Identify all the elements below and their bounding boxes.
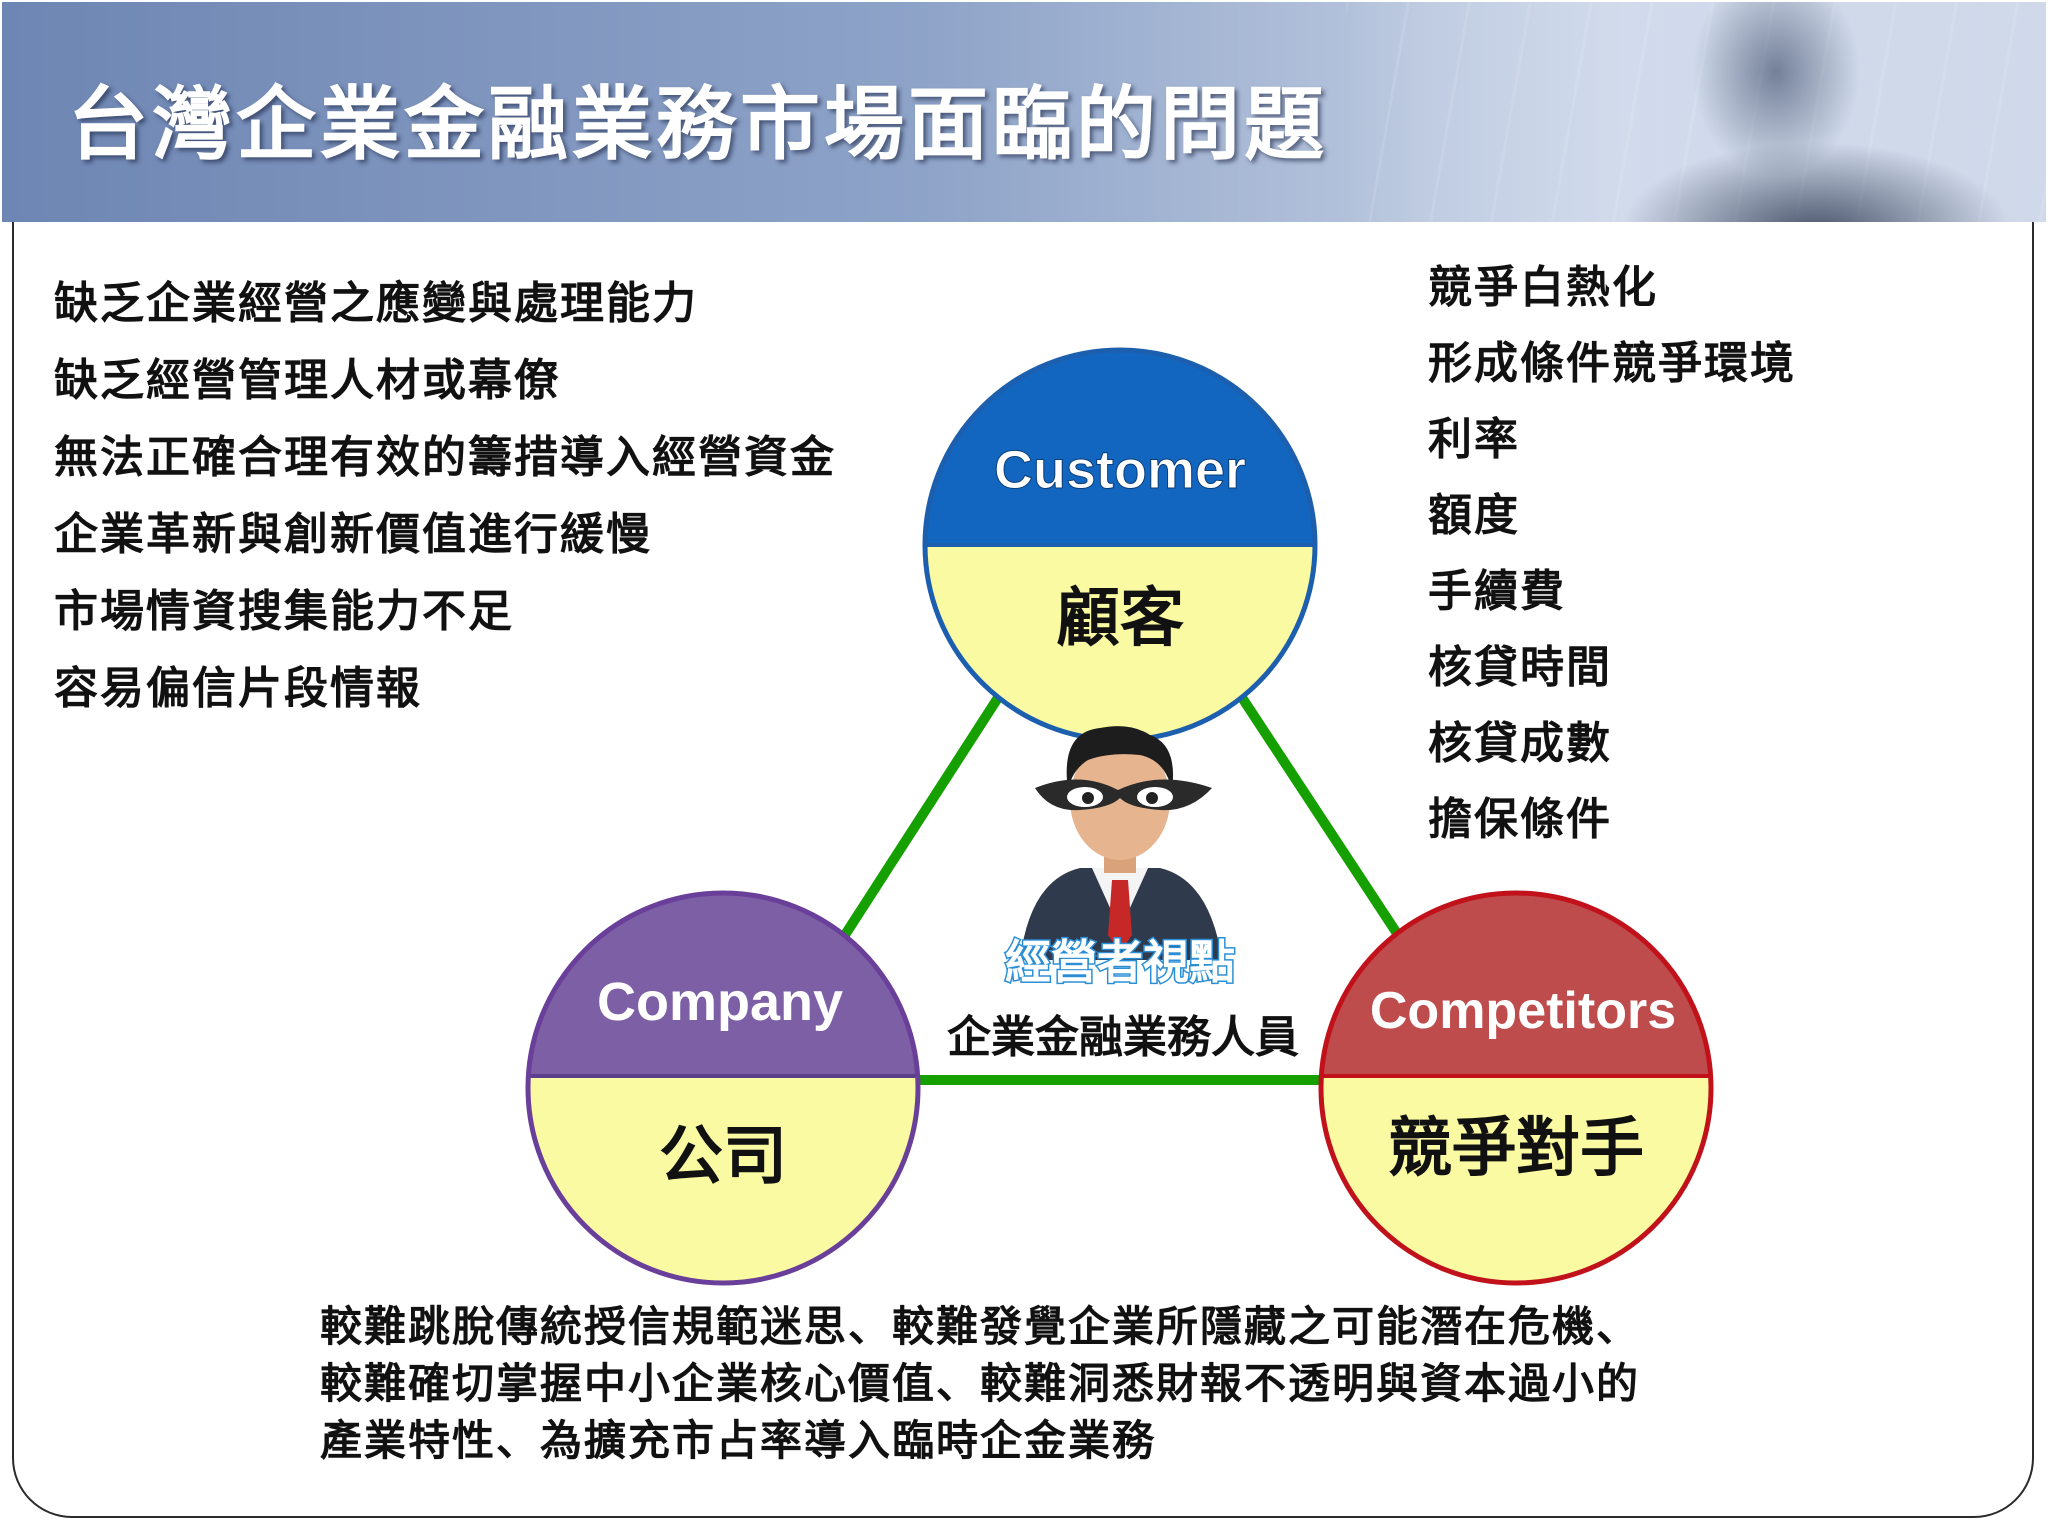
customer-label-zh: 顧客 (1056, 581, 1184, 656)
content-frame (12, 222, 2034, 1518)
competitors-node: Competitors 競爭對手 (1318, 890, 1714, 1286)
list-item: 容易偏信片段情報 (54, 663, 422, 714)
bottom-note: 較難跳脫傳統授信規範迷思、較難發覺企業所隱藏之可能潛在危機、 較難確切掌握中小企… (320, 1298, 1880, 1469)
title-banner: 台灣企業金融業務市場面臨的問題 (2, 2, 2046, 222)
person-label: 企業金融業務人員 (947, 1012, 1299, 1063)
list-item: 形成條件競爭環境 (1428, 338, 1796, 389)
bottom-note-line: 較難跳脫傳統授信規範迷思、較難發覺企業所隱藏之可能潛在危機、 (320, 1302, 1641, 1351)
list-item: 擔保條件 (1428, 794, 1612, 845)
businessman-with-glasses-icon (1020, 726, 1222, 960)
list-item: 缺乏經營管理人材或幕僚 (54, 355, 560, 406)
list-item: 競爭白熱化 (1428, 262, 1658, 313)
list-item: 核貸時間 (1428, 642, 1612, 693)
list-item: 企業革新與創新價值進行緩慢 (54, 509, 652, 560)
list-item: 利率 (1428, 414, 1520, 465)
bottom-note-line: 較難確切掌握中小企業核心價值、較難洞悉財報不透明與資本過小的 (320, 1359, 1641, 1408)
company-issues-list: 缺乏企業經營之應變與處理能力 缺乏經營管理人材或幕僚 無法正確合理有效的籌措導入… (54, 276, 836, 738)
list-item: 手續費 (1428, 566, 1566, 617)
competitors-label-zh: 競爭對手 (1388, 1111, 1644, 1186)
businessman-photo (1346, 2, 2046, 222)
bottom-note-line: 產業特性、為擴充市占率導入臨時企金業務 (320, 1416, 1157, 1465)
edge-customer-company (838, 685, 1008, 943)
perspective-label: 經營者視點 (1005, 935, 1235, 989)
customer-label-en: Customer (994, 440, 1246, 500)
company-label-zh: 公司 (659, 1119, 787, 1194)
list-item: 額度 (1428, 490, 1520, 541)
slide-title: 台灣企業金融業務市場面臨的問題 (68, 77, 1328, 171)
edge-customer-competitors (1232, 685, 1405, 943)
competition-issues-list: 競爭白熱化 形成條件競爭環境 利率 額度 手續費 核貸時間 核貸成數 擔保條件 (1428, 260, 1796, 868)
list-item: 市場情資搜集能力不足 (54, 586, 514, 637)
list-item: 核貸成數 (1428, 718, 1612, 769)
customer-node: Customer 顧客 (922, 347, 1318, 743)
company-node: Company 公司 (525, 890, 921, 1286)
company-label-en: Company (597, 972, 843, 1032)
competitors-label-en: Competitors (1370, 982, 1676, 1040)
list-item: 無法正確合理有效的籌措導入經營資金 (54, 432, 836, 483)
list-item: 缺乏企業經營之應變與處理能力 (54, 278, 698, 329)
